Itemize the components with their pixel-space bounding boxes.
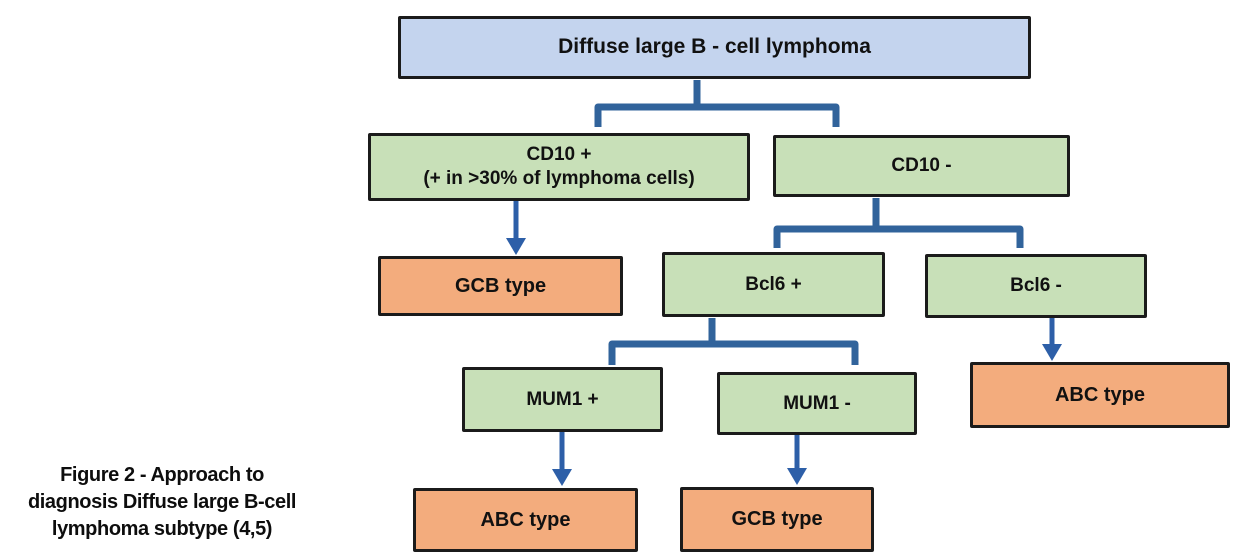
arrow-mum1neg-to-gcb [787, 435, 807, 485]
figure-caption-line2: diagnosis Diffuse large B-cell [27, 491, 297, 513]
node-gcb-type-from-mum1: GCB type [680, 487, 874, 552]
node-label: ABC type [1054, 383, 1145, 406]
node-label-line2: (+ in >30% of lymphoma cells) [423, 168, 695, 189]
node-label: CD10 - [891, 155, 952, 177]
node-cd10-positive: CD10 + (+ in >30% of lymphoma cells) [368, 133, 750, 201]
node-bcl6-negative: Bcl6 - [925, 254, 1147, 318]
node-label: Bcl6 - [1010, 275, 1062, 297]
figure-caption-line3: lymphoma subtype (4,5) [51, 518, 273, 540]
node-diffuse-large-b-cell-lymphoma: Diffuse large B - cell lymphoma [398, 16, 1031, 79]
node-label: MUM1 + [526, 388, 599, 410]
arrow-cd10pos-to-gcb [506, 201, 526, 255]
figure-caption: Figure 2 - Approach to diagnosis Diffuse… [2, 462, 322, 543]
node-label: GCB type [454, 274, 547, 297]
connector-root-bracket [594, 103, 840, 127]
node-abc-type-from-bcl6: ABC type [970, 362, 1230, 428]
arrow-mum1pos-to-abc [552, 432, 572, 486]
node-mum1-negative: MUM1 - [717, 372, 917, 435]
node-label: ABC type [480, 508, 571, 531]
connector-bcl6pos-bracket [608, 340, 859, 365]
node-mum1-positive: MUM1 + [462, 367, 663, 432]
node-label: Bcl6 + [745, 273, 802, 295]
figure-caption-line1: Figure 2 - Approach to [60, 464, 264, 486]
node-label-line1: CD10 + [526, 144, 592, 166]
node-cd10-negative: CD10 - [773, 135, 1070, 197]
connector-cd10neg-bracket [773, 225, 1024, 248]
node-bcl6-positive: Bcl6 + [662, 252, 885, 317]
node-label: Diffuse large B - cell lymphoma [558, 35, 871, 59]
arrow-bcl6neg-to-abc [1042, 318, 1062, 361]
node-gcb-type-from-cd10: GCB type [378, 256, 623, 316]
node-label: GCB type [731, 508, 823, 530]
node-label: MUM1 - [783, 392, 851, 414]
node-abc-type-from-mum1: ABC type [413, 488, 638, 552]
